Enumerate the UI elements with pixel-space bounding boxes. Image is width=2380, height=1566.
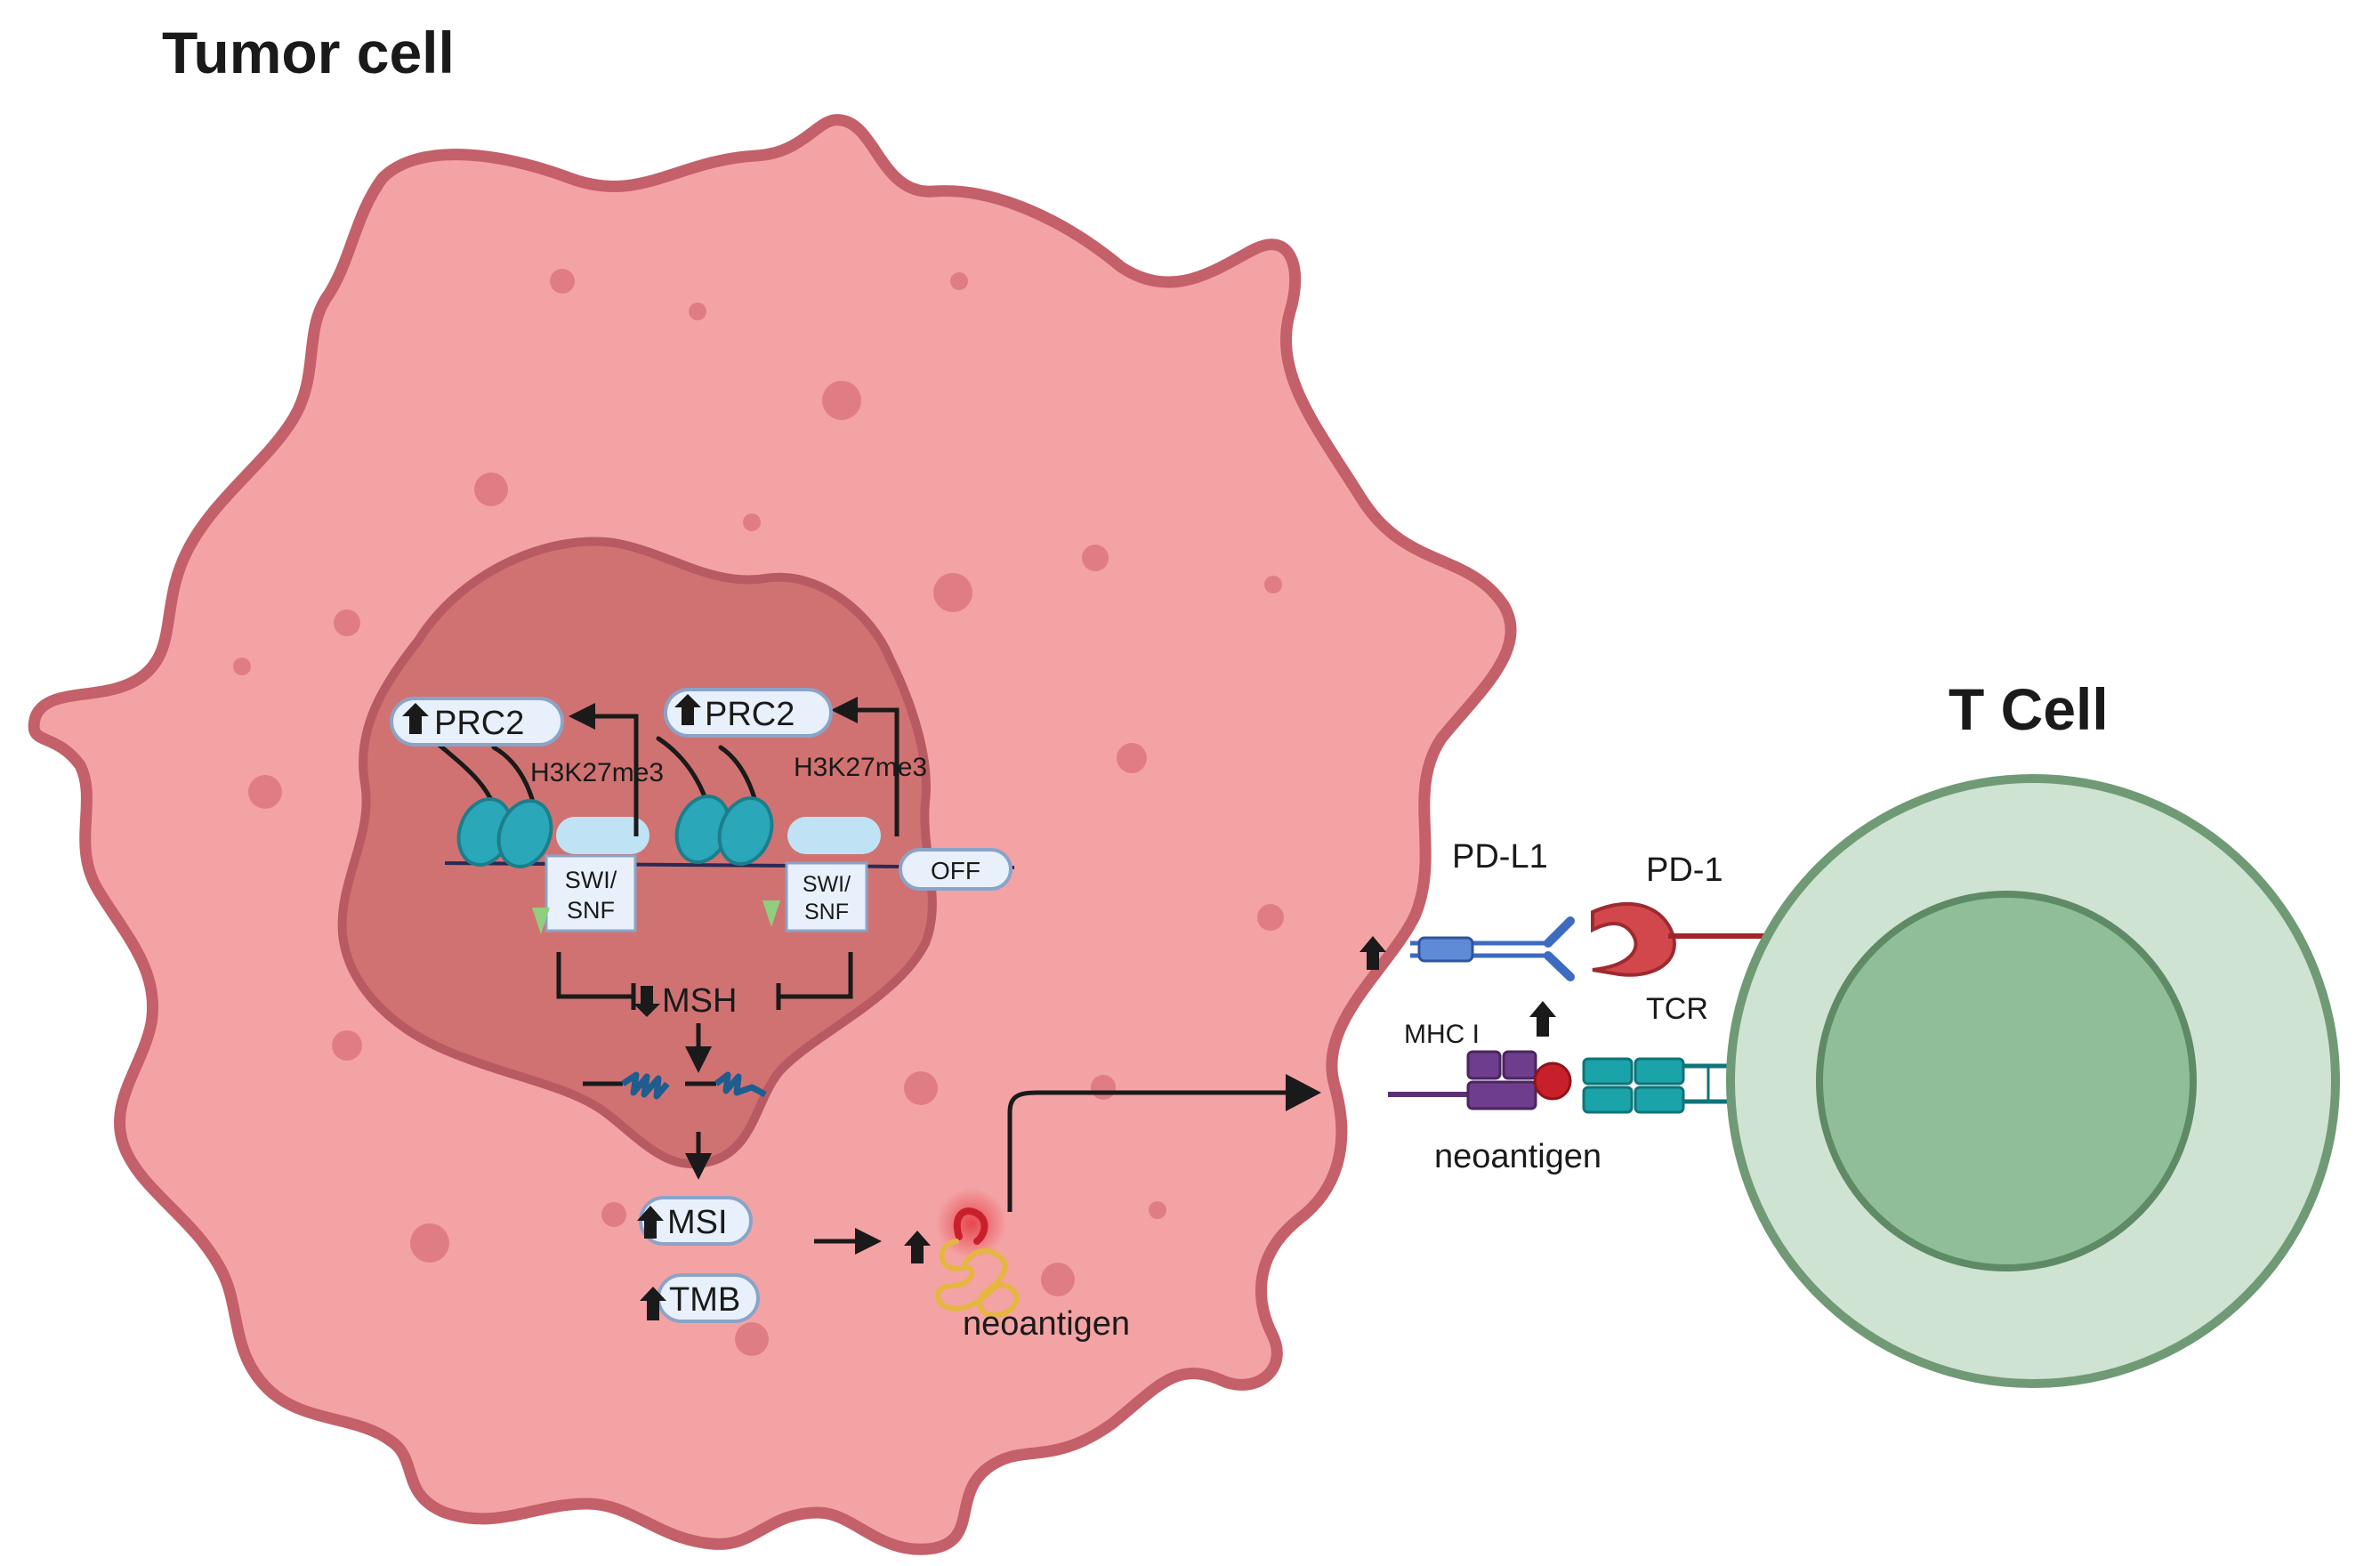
off-label: OFF: [931, 857, 980, 884]
down-arrow-icon: [762, 900, 780, 927]
up-arrow-icon: [640, 1287, 666, 1320]
swi-snf-oval-left: [556, 817, 649, 854]
tmb-pill: TMB: [640, 1273, 760, 1323]
prc2-right-pill: PRC2: [664, 688, 833, 738]
down-arrow-icon: [633, 986, 660, 1017]
svg-text:SWI/: SWI/: [803, 872, 851, 897]
up-arrow-icon: [402, 703, 429, 734]
prc2-left-pill: PRC2: [390, 697, 564, 747]
presentation-arrow: [1007, 1090, 1295, 1212]
nucleosome-right-pair: [674, 795, 774, 866]
mhc-i-complex: [1388, 1050, 1572, 1110]
nucleosome-left-pair: [456, 797, 553, 868]
h3k27me3-feedback-arrows: [569, 697, 900, 836]
inhibition-brackets: [556, 952, 853, 1010]
up-arrow-icon: [674, 694, 701, 725]
msi-pill: MSI: [637, 1196, 753, 1246]
up-arrow-icon: [637, 1206, 664, 1239]
neoantigen-cytoplasm-label: neoantigen: [963, 1305, 1130, 1343]
prc2-left-label: PRC2: [434, 705, 524, 742]
presentation-arrow-head: [1286, 1074, 1321, 1111]
dna-damage-icon: [583, 1071, 767, 1100]
svg-text:SNF: SNF: [804, 900, 849, 924]
svg-text:SNF: SNF: [567, 897, 615, 924]
swi-snf-box-left: SWI/ SNF: [545, 854, 637, 932]
neoantigen-peptide-icon: [935, 1188, 1020, 1319]
h3k27me3-left-label: H3K27me3: [530, 758, 664, 787]
swi-snf-oval-right: [787, 817, 881, 854]
pd-l1-label: PD-L1: [1452, 838, 1548, 876]
tcr-receptor: [1582, 1057, 1744, 1114]
tumor-cell-title: Tumor cell: [162, 20, 455, 85]
msi-label: MSI: [667, 1204, 728, 1241]
pd-l1-receptor: [1410, 916, 1575, 981]
off-pill: OFF: [899, 848, 1013, 891]
h3k27me3-right-label: H3K27me3: [794, 753, 927, 782]
down-arrow-icon: [532, 908, 550, 934]
svg-text:SWI/: SWI/: [565, 867, 617, 893]
up-arrow-icon: [1359, 936, 1386, 970]
t-cell-title: T Cell: [1948, 676, 2109, 742]
pd-1-receptor: [1591, 902, 1775, 977]
neoantigen-synapse-label: neoantigen: [1434, 1138, 1601, 1175]
swi-snf-box-right: SWI/ SNF: [785, 861, 868, 932]
tmb-label: TMB: [669, 1281, 740, 1319]
up-arrow-icon: [904, 1231, 931, 1263]
pd-1-label: PD-1: [1646, 852, 1723, 889]
mhc-i-label: MHC I: [1404, 1020, 1480, 1049]
prc2-right-label: PRC2: [705, 696, 795, 733]
msh-label: MSH: [662, 982, 737, 1020]
t-cell-nucleus: [1816, 891, 2197, 1271]
tcr-label: TCR: [1646, 992, 1708, 1026]
up-arrow-icon: [1529, 1001, 1556, 1037]
